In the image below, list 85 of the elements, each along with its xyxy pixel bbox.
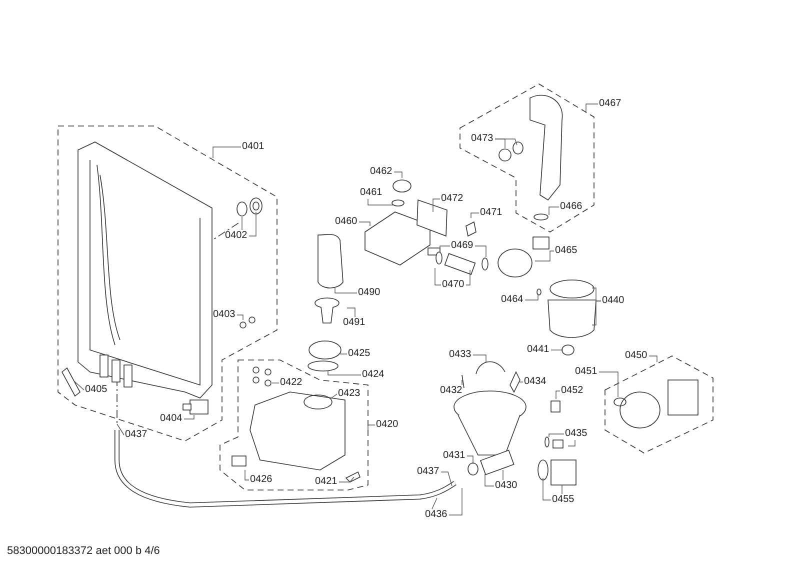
- callout-number: 0441: [527, 344, 550, 356]
- callout-number: 0430: [495, 480, 518, 492]
- callout-number: 0461: [360, 187, 382, 199]
- leader-line: [542, 478, 552, 500]
- leader-line: [244, 470, 250, 480]
- callout-number: 0433: [449, 349, 472, 361]
- leader-line: [236, 314, 244, 320]
- leader-line: [330, 394, 338, 400]
- callout-number: 0472: [441, 193, 464, 205]
- leader-line: [548, 206, 560, 216]
- leader-line: [184, 414, 194, 420]
- callout-number: 0426: [250, 474, 272, 486]
- sealing-ring: [308, 360, 338, 372]
- leader-line: [338, 476, 354, 482]
- drawing-number: 58300000183372 aet 000 b 4/6: [7, 544, 160, 559]
- leader-line: [116, 424, 124, 436]
- leader-line: [434, 268, 442, 286]
- callout-number: 0464: [501, 294, 524, 306]
- leader-line: [272, 382, 280, 384]
- leader-line: [440, 472, 452, 486]
- leader-line: [592, 300, 602, 326]
- leader-line: [394, 172, 402, 178]
- callout-number: 0471: [480, 207, 502, 219]
- callout-number: 0431: [443, 450, 466, 462]
- leader-line: [494, 138, 518, 146]
- callout-number: 0424: [362, 369, 384, 381]
- callout-number: 0402: [225, 230, 248, 242]
- leader-line: [470, 212, 480, 218]
- leader-line: [466, 270, 470, 286]
- callout-number: 0420: [376, 419, 398, 431]
- callout-number: 0440: [602, 295, 624, 307]
- leader-line: [368, 424, 376, 432]
- callout-number: 0469: [451, 240, 474, 252]
- callout-number: 0423: [338, 388, 360, 400]
- callout-number: 0437: [417, 466, 440, 478]
- leader-line: [556, 390, 560, 400]
- callout-number: 0455: [552, 494, 574, 506]
- callout-number: 0491: [343, 317, 366, 329]
- leader-line: [472, 354, 486, 362]
- callout-number: 0401: [242, 141, 264, 153]
- callout-number: 0450: [625, 350, 648, 362]
- callout-number: 0462: [370, 166, 392, 178]
- callout-number: 0473: [471, 133, 494, 145]
- leader-line: [484, 474, 494, 486]
- leader-line: [440, 246, 450, 250]
- leader-line: [346, 308, 356, 318]
- leader-line: [212, 146, 242, 158]
- leader-line: [368, 198, 394, 206]
- callout-number: 0467: [599, 98, 622, 110]
- leader-line: [334, 288, 358, 294]
- leader-line: [74, 380, 84, 390]
- leader-line: [448, 488, 462, 516]
- callout-number: 0490: [358, 287, 380, 299]
- leader-line: [474, 246, 486, 258]
- callout-number: 0425: [348, 348, 370, 360]
- leader-line: [248, 212, 256, 236]
- leader-line: [598, 372, 618, 398]
- leader-line: [328, 370, 362, 376]
- callout-number: 0405: [85, 384, 108, 396]
- callout-number: 0470: [442, 279, 464, 291]
- callout-number: 0466: [560, 201, 582, 213]
- leader-line: [358, 222, 370, 226]
- leader-line: [502, 470, 504, 480]
- callout-number: 0421: [315, 476, 338, 488]
- leader-line: [548, 434, 564, 438]
- callout-number: 0436: [425, 509, 448, 521]
- leader-line: [568, 440, 576, 446]
- callout-number: 0404: [160, 413, 182, 425]
- callout-number: 0460: [335, 216, 358, 228]
- callout-number: 0434: [524, 376, 546, 388]
- callout-number: 0422: [280, 377, 302, 389]
- leader-line: [466, 456, 474, 464]
- callout-number: 0432: [440, 385, 462, 397]
- callout-number: 0452: [561, 385, 584, 397]
- callout-number: 0451: [575, 366, 598, 378]
- callout-number: 0435: [565, 428, 588, 440]
- leader-line: [432, 198, 440, 212]
- callout-number: 0403: [213, 309, 236, 321]
- callout-number: 0437: [125, 429, 148, 441]
- leader-line: [586, 104, 598, 114]
- leader-line: [534, 250, 554, 262]
- leader-line: [648, 356, 658, 362]
- leader-line: [524, 294, 538, 300]
- leader-line: [432, 498, 438, 510]
- callout-number: 0465: [555, 245, 578, 257]
